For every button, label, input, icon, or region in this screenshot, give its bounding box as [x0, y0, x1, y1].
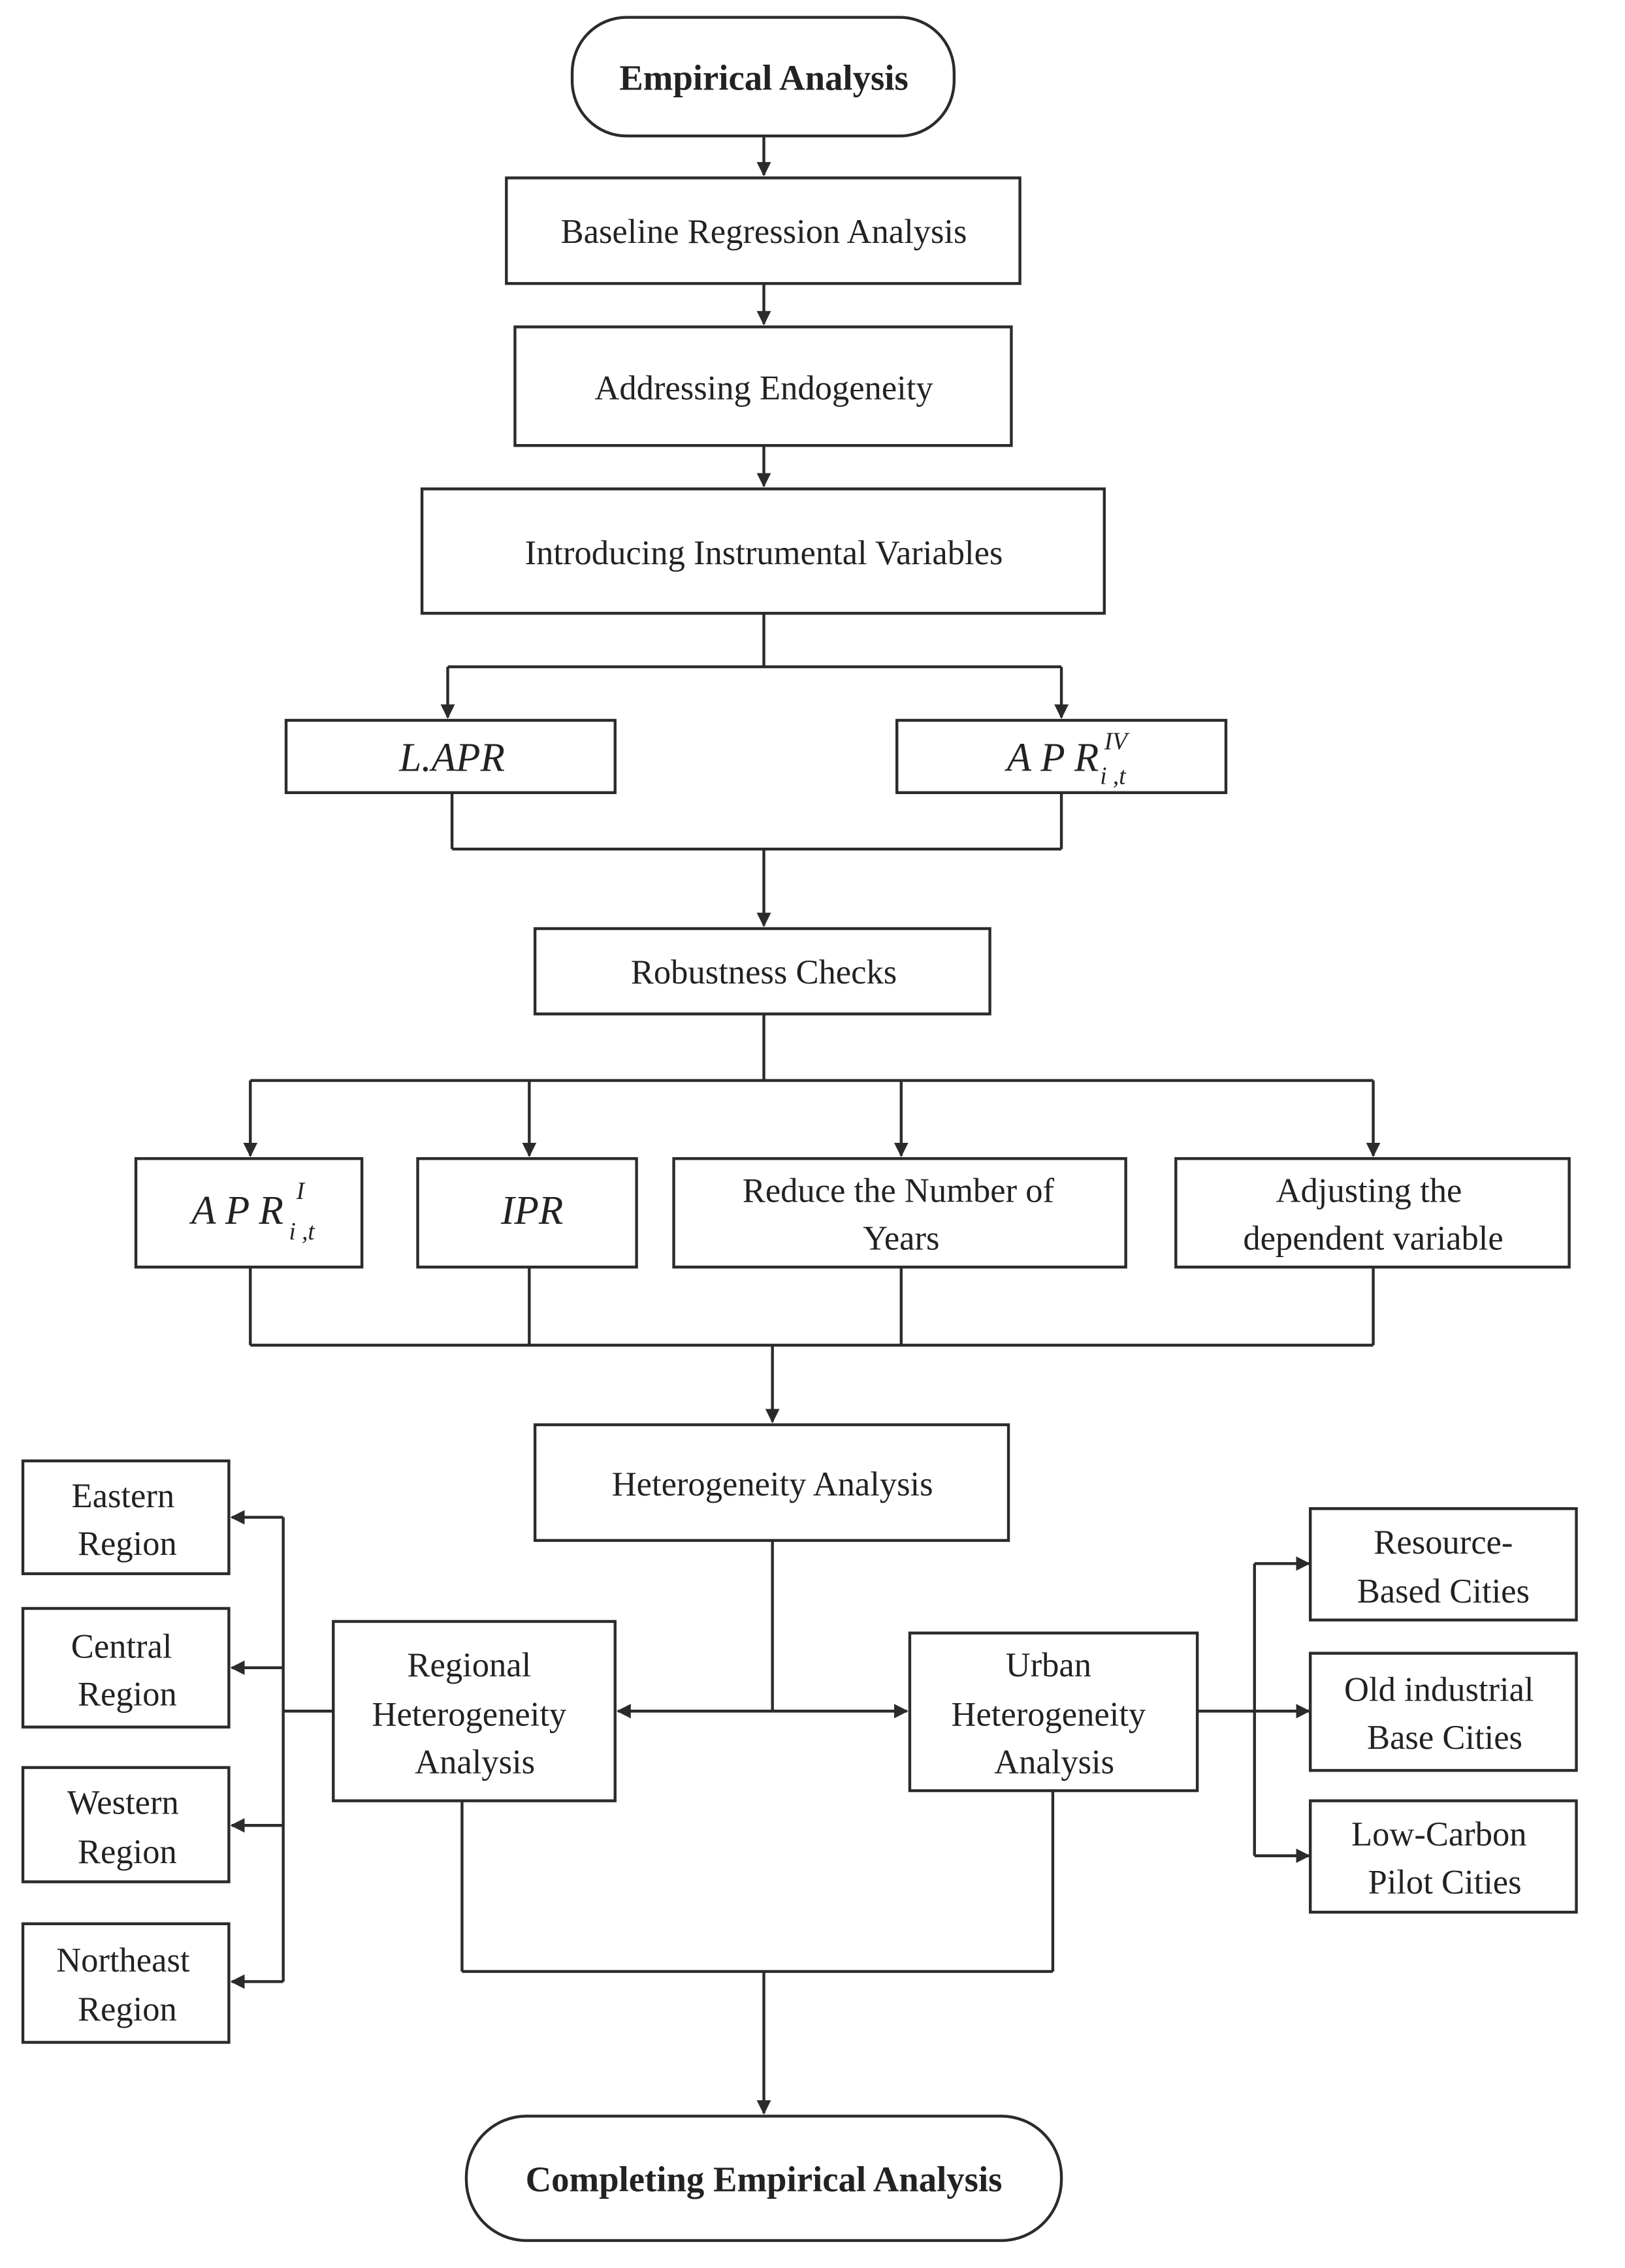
- apr-iv-superscript: IV: [1104, 728, 1130, 755]
- ipr-node: IPR: [416, 1157, 638, 1269]
- ipr-box: [416, 1157, 638, 1269]
- endogeneity-box: [513, 325, 1013, 447]
- urban-node: Urban Heterogeneity Analysis: [908, 1631, 1199, 1793]
- western-box: [21, 1766, 231, 1883]
- endogeneity-label: Addressing Endogeneity: [594, 369, 933, 407]
- reduce-years-line-2: Years: [863, 1219, 939, 1257]
- resource-box: [1308, 1507, 1578, 1621]
- western-line-2: Region: [78, 1833, 177, 1871]
- apr-i-box: [134, 1157, 364, 1269]
- low-carbon-line-1: Low-Carbon: [1351, 1815, 1527, 1853]
- apr-i-base: A P R: [189, 1189, 283, 1233]
- baseline-box: [505, 176, 1022, 285]
- northeast-line-1: Northeast: [56, 1941, 190, 1979]
- central-line-2: Region: [78, 1675, 177, 1713]
- eastern-line-1: Eastern: [72, 1477, 175, 1515]
- connectors: [230, 136, 1381, 2115]
- apr-i-node: A P R I i ,t: [134, 1157, 364, 1269]
- adjust-dep-node: Adjusting the dependent variable: [1174, 1157, 1571, 1269]
- start-label: Empirical Analysis: [619, 57, 909, 97]
- apr-iv-subscript: i ,t: [1100, 763, 1127, 790]
- heterogeneity-box: [533, 1423, 1010, 1542]
- western-node: Western Region: [21, 1766, 231, 1883]
- central-box: [21, 1606, 231, 1729]
- resource-line-1: Resource-: [1374, 1524, 1513, 1561]
- start-node: Empirical Analysis: [570, 16, 956, 138]
- robustness-box: [533, 927, 991, 1015]
- lapr-node: L.APR: [284, 718, 617, 794]
- lapr-label: L.APR: [398, 735, 505, 780]
- reduce-years-node: Reduce the Number of Years: [672, 1157, 1127, 1269]
- regional-node: Regional Heterogeneity Analysis: [332, 1620, 617, 1802]
- instrumental-box: [420, 487, 1106, 615]
- low-carbon-line-2: Pilot Cities: [1368, 1863, 1521, 1901]
- reduce-years-line-1: Reduce the Number of: [743, 1172, 1055, 1209]
- adjust-dep-line-1: Adjusting the: [1276, 1172, 1462, 1209]
- end-node: Completing Empirical Analysis: [464, 2115, 1063, 2243]
- adjust-dep-line-2: dependent variable: [1243, 1219, 1503, 1257]
- adjust-dep-box: [1174, 1157, 1571, 1269]
- urban-box: [908, 1631, 1199, 1793]
- reduce-years-box: [672, 1157, 1127, 1269]
- regional-line-3: Analysis: [415, 1743, 535, 1781]
- low-carbon-box: [1308, 1799, 1578, 1914]
- heterogeneity-label: Heterogeneity Analysis: [612, 1465, 933, 1503]
- urban-line-1: Urban: [1006, 1646, 1091, 1684]
- low-carbon-node: Low-Carbon Pilot Cities: [1308, 1799, 1578, 1914]
- start-node-shape: [570, 16, 956, 138]
- robustness-label: Robustness Checks: [631, 953, 897, 991]
- northeast-box: [21, 1922, 231, 2044]
- regional-line-1: Regional: [407, 1646, 531, 1684]
- regional-box: [332, 1620, 617, 1802]
- old-industrial-line-1: Old industrial: [1344, 1670, 1534, 1708]
- apr-iv-base: A P R: [1005, 735, 1099, 780]
- instrumental-node: Introducing Instrumental Variables: [420, 487, 1106, 615]
- old-industrial-box: [1308, 1652, 1578, 1772]
- western-line-1: Western: [67, 1783, 179, 1821]
- apr-iv-node: A P R IV i ,t: [895, 718, 1228, 794]
- baseline-node: Baseline Regression Analysis: [505, 176, 1022, 285]
- resource-line-2: Based Cities: [1357, 1573, 1530, 1610]
- eastern-box: [21, 1459, 231, 1576]
- endogeneity-node: Addressing Endogeneity: [513, 325, 1013, 447]
- eastern-node: Eastern Region: [21, 1459, 231, 1576]
- robustness-node: Robustness Checks: [533, 927, 991, 1015]
- apr-i-subscript: i ,t: [289, 1219, 315, 1245]
- urban-line-2: Heterogeneity: [952, 1695, 1146, 1733]
- northeast-node: Northeast Region: [21, 1922, 231, 2044]
- old-industrial-line-2: Base Cities: [1367, 1719, 1522, 1757]
- ipr-label: IPR: [500, 1189, 563, 1233]
- northeast-line-2: Region: [78, 1990, 177, 2028]
- lapr-box: [284, 718, 617, 794]
- central-node: Central Region: [21, 1606, 231, 1729]
- apr-i-superscript: I: [296, 1178, 306, 1205]
- end-label: Completing Empirical Analysis: [526, 2159, 1003, 2199]
- apr-iv-box: [895, 718, 1228, 794]
- regional-line-2: Heterogeneity: [372, 1695, 567, 1733]
- urban-line-3: Analysis: [994, 1743, 1114, 1781]
- end-node-shape: [464, 2115, 1063, 2243]
- resource-node: Resource- Based Cities: [1308, 1507, 1578, 1621]
- heterogeneity-node: Heterogeneity Analysis: [533, 1423, 1010, 1542]
- central-line-1: Central: [71, 1627, 172, 1665]
- eastern-line-2: Region: [78, 1525, 177, 1563]
- baseline-label: Baseline Regression Analysis: [561, 213, 967, 251]
- instrumental-label: Introducing Instrumental Variables: [525, 534, 1003, 572]
- old-industrial-node: Old industrial Base Cities: [1308, 1652, 1578, 1772]
